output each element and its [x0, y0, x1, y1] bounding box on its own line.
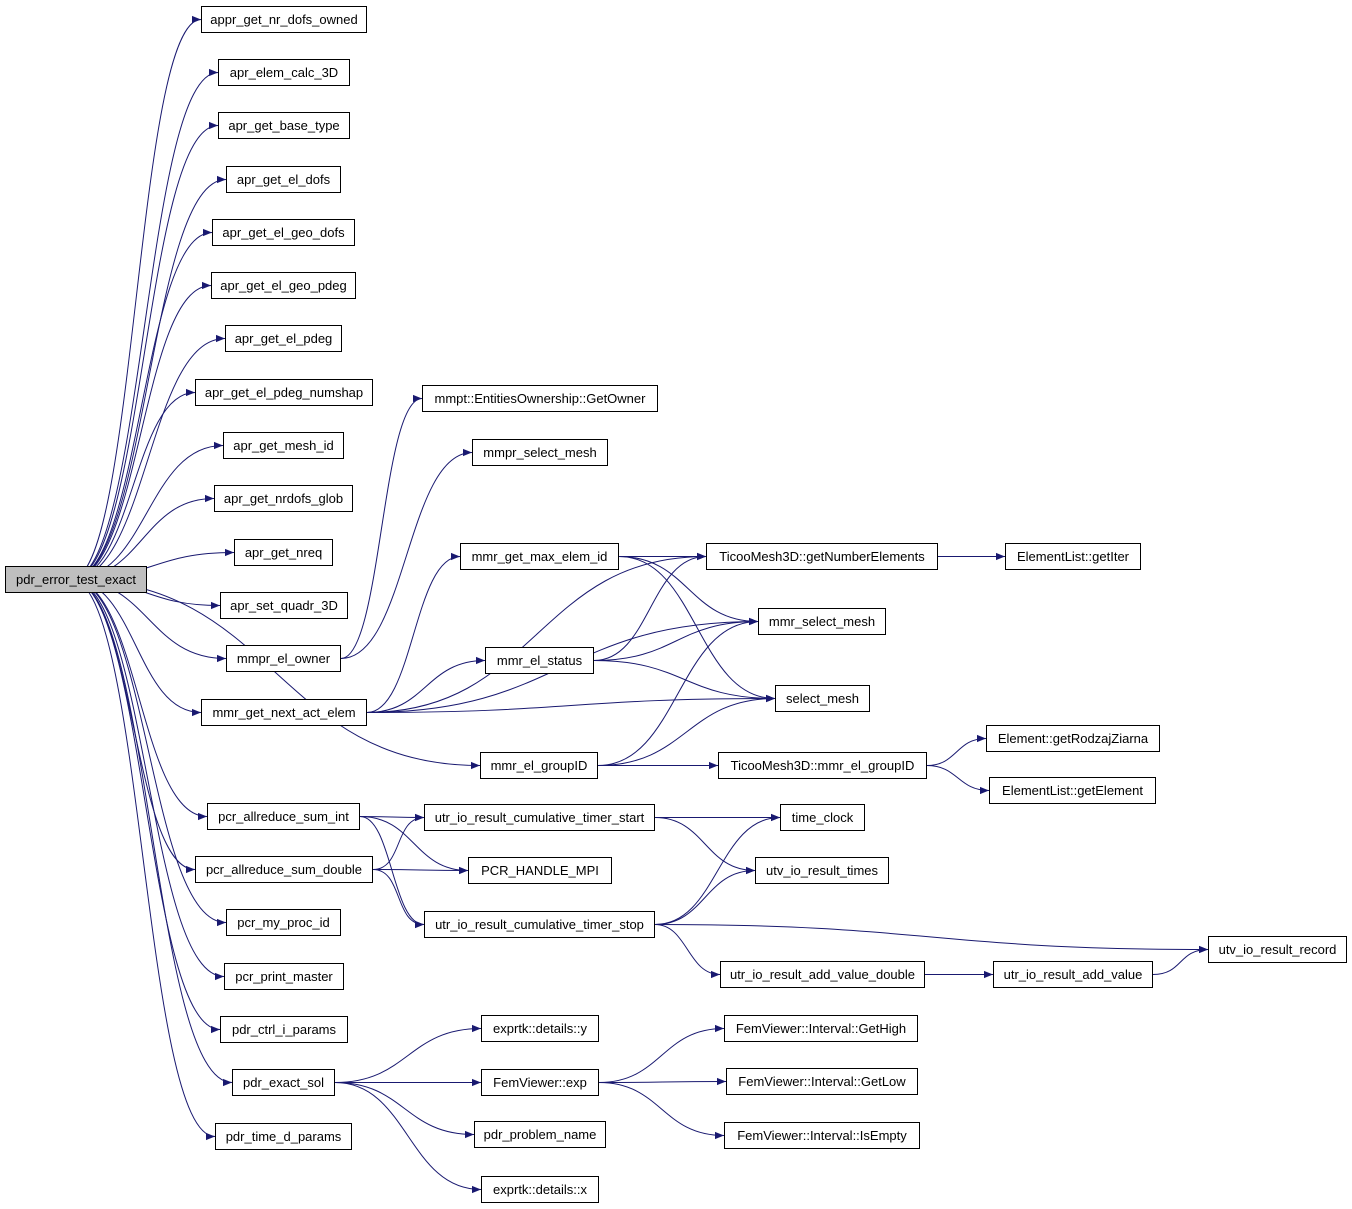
edge-m4-to-t1	[593, 552, 707, 661]
edge-root-to-n4	[70, 175, 227, 580]
edge-m8-to-t5	[654, 813, 781, 925]
node-utr-io-result-cumulative-timer-stop[interactable]: utr_io_result_cumulative_timer_stop	[424, 911, 655, 938]
edge-root-to-n18	[70, 579, 225, 981]
node-element-getrodzajziarna[interactable]: Element::getRodzajZiarna	[986, 725, 1160, 752]
edge-n20-to-x3	[334, 1082, 475, 1139]
edge-n14-to-t1	[366, 552, 707, 713]
edge-m3-to-t3	[618, 556, 776, 703]
edge-root-to-n19	[70, 579, 221, 1034]
node-utr-io-result-add-value[interactable]: utr_io_result_add_value	[993, 961, 1153, 988]
edge-t4-to-e3	[926, 765, 990, 795]
edge-m6-to-t6	[654, 817, 756, 875]
edge-e4-to-e5	[1152, 945, 1209, 975]
edge-root-to-n2	[70, 68, 219, 580]
edge-root-to-n15	[70, 579, 208, 821]
node-pcr-print-master[interactable]: pcr_print_master	[224, 963, 344, 990]
edge-root-to-n3	[70, 121, 219, 580]
node-utr-io-result-cumulative-timer-start[interactable]: utr_io_result_cumulative_timer_start	[424, 804, 655, 831]
node-elementlist-getiter[interactable]: ElementList::getIter	[1005, 543, 1141, 570]
node-mmr-get-max-elem-id[interactable]: mmr_get_max_elem_id	[460, 543, 619, 570]
node-appr-get-nr-dofs-owned[interactable]: appr_get_nr_dofs_owned	[201, 6, 367, 33]
edge-root-to-n5	[70, 228, 213, 580]
node-exprtk-details-y[interactable]: exprtk::details::y	[481, 1015, 599, 1042]
edge-m3-to-t2	[618, 556, 759, 626]
edge-m4-to-t2	[593, 617, 759, 661]
edge-n16-to-m6	[372, 813, 425, 870]
node-apr-get-el-geo-pdeg[interactable]: apr_get_el_geo_pdeg	[211, 272, 356, 299]
node-mmr-el-status[interactable]: mmr_el_status	[485, 647, 594, 674]
node-exprtk-details-x[interactable]: exprtk::details::x	[481, 1176, 599, 1203]
node-mmr-el-groupid[interactable]: mmr_el_groupID	[480, 752, 598, 779]
node-utv-io-result-times[interactable]: utv_io_result_times	[755, 857, 889, 884]
edge-root-to-n21	[70, 579, 216, 1141]
node-utv-io-result-record[interactable]: utv_io_result_record	[1208, 936, 1347, 963]
node-mmr-select-mesh[interactable]: mmr_select_mesh	[758, 608, 886, 635]
node-apr-get-el-pdeg-numshap[interactable]: apr_get_el_pdeg_numshap	[195, 379, 373, 406]
edge-n16-to-m7	[372, 866, 469, 875]
node-pdr-time-d-params[interactable]: pdr_time_d_params	[215, 1123, 352, 1150]
edge-m8-to-t6	[654, 866, 756, 925]
node-mmr-get-next-act-elem[interactable]: mmr_get_next_act_elem	[201, 699, 367, 726]
node-pdr-exact-sol[interactable]: pdr_exact_sol	[232, 1069, 335, 1096]
edge-n14-to-m3	[366, 552, 461, 713]
edge-x2-to-f3	[598, 1082, 725, 1140]
node-apr-get-el-dofs[interactable]: apr_get_el_dofs	[226, 166, 341, 193]
edge-n20-to-x4	[334, 1082, 482, 1194]
edge-n20-to-x1	[334, 1024, 482, 1083]
node-pcr-my-proc-id[interactable]: pcr_my_proc_id	[226, 909, 341, 936]
node-ticoomesh3d-getnumberelements[interactable]: TicooMesh3D::getNumberElements	[706, 543, 938, 570]
edge-m4-to-t3	[593, 660, 776, 703]
node-apr-get-el-geo-dofs[interactable]: apr_get_el_geo_dofs	[212, 219, 355, 246]
node-time-clock[interactable]: time_clock	[780, 804, 865, 831]
node-apr-get-mesh-id[interactable]: apr_get_mesh_id	[223, 432, 344, 459]
node-pcr-allreduce-sum-double[interactable]: pcr_allreduce_sum_double	[195, 856, 373, 883]
edge-root-to-n17	[70, 579, 227, 927]
node-select-mesh[interactable]: select_mesh	[775, 685, 870, 712]
node-femviewer-interval-gethigh[interactable]: FemViewer::Interval::GetHigh	[724, 1015, 918, 1042]
node-apr-get-nreq[interactable]: apr_get_nreq	[234, 539, 333, 566]
edge-root-to-n14	[70, 579, 202, 717]
node-pdr-ctrl-i-params[interactable]: pdr_ctrl_i_params	[220, 1016, 348, 1043]
node-pdr-problem-name[interactable]: pdr_problem_name	[474, 1121, 606, 1148]
edge-m5-to-t3	[597, 694, 776, 766]
edge-n13-to-m2	[340, 448, 473, 659]
node-apr-get-el-pdeg[interactable]: apr_get_el_pdeg	[225, 325, 342, 352]
node-mmpr-el-owner[interactable]: mmpr_el_owner	[226, 645, 341, 672]
node-femviewer-exp[interactable]: FemViewer::exp	[481, 1069, 599, 1096]
node-elementlist-getelement[interactable]: ElementList::getElement	[989, 777, 1156, 804]
edge-n15-to-m7	[359, 816, 469, 875]
edge-x2-to-f2	[598, 1077, 727, 1086]
node-mmpr-select-mesh[interactable]: mmpr_select_mesh	[472, 439, 608, 466]
node-femviewer-interval-getlow[interactable]: FemViewer::Interval::GetLow	[726, 1068, 918, 1095]
node-apr-get-nrdofs-glob[interactable]: apr_get_nrdofs_glob	[214, 485, 353, 512]
edge-m8-to-e5	[654, 924, 1209, 954]
edge-x2-to-f1	[598, 1024, 725, 1083]
node-pcr-allreduce-sum-int[interactable]: pcr_allreduce_sum_int	[207, 803, 360, 830]
node-mmpt-entitiesownership-getowner[interactable]: mmpt::EntitiesOwnership::GetOwner	[422, 385, 658, 412]
node-pcr-handle-mpi[interactable]: PCR_HANDLE_MPI	[468, 857, 612, 884]
edge-root-to-n1	[70, 15, 202, 580]
edge-n16-to-m8	[372, 869, 425, 929]
edge-n14-to-m4	[366, 656, 486, 713]
node-apr-elem-calc-3d[interactable]: apr_elem_calc_3D	[218, 59, 350, 86]
edge-t4-to-e2	[926, 734, 987, 766]
node-apr-set-quadr-3d[interactable]: apr_set_quadr_3D	[220, 592, 348, 619]
edge-n15-to-m8	[359, 816, 425, 929]
edge-n13-to-m1	[340, 394, 423, 659]
node-apr-get-base-type[interactable]: apr_get_base_type	[218, 112, 350, 139]
edge-n14-to-t3	[366, 694, 776, 713]
edge-m5-to-t2	[597, 617, 759, 766]
node-ticoomesh3d-mmr-el-groupid[interactable]: TicooMesh3D::mmr_el_groupID	[718, 752, 927, 779]
node-utr-io-result-add-value-double[interactable]: utr_io_result_add_value_double	[720, 961, 925, 988]
node-femviewer-interval-isempty[interactable]: FemViewer::Interval::IsEmpty	[724, 1122, 920, 1149]
edge-root-to-n6	[70, 281, 212, 580]
edge-root-to-n20	[70, 579, 233, 1087]
node-pdr-error-test-exact[interactable]: pdr_error_test_exact	[5, 566, 147, 593]
edge-m8-to-t7	[654, 924, 721, 979]
